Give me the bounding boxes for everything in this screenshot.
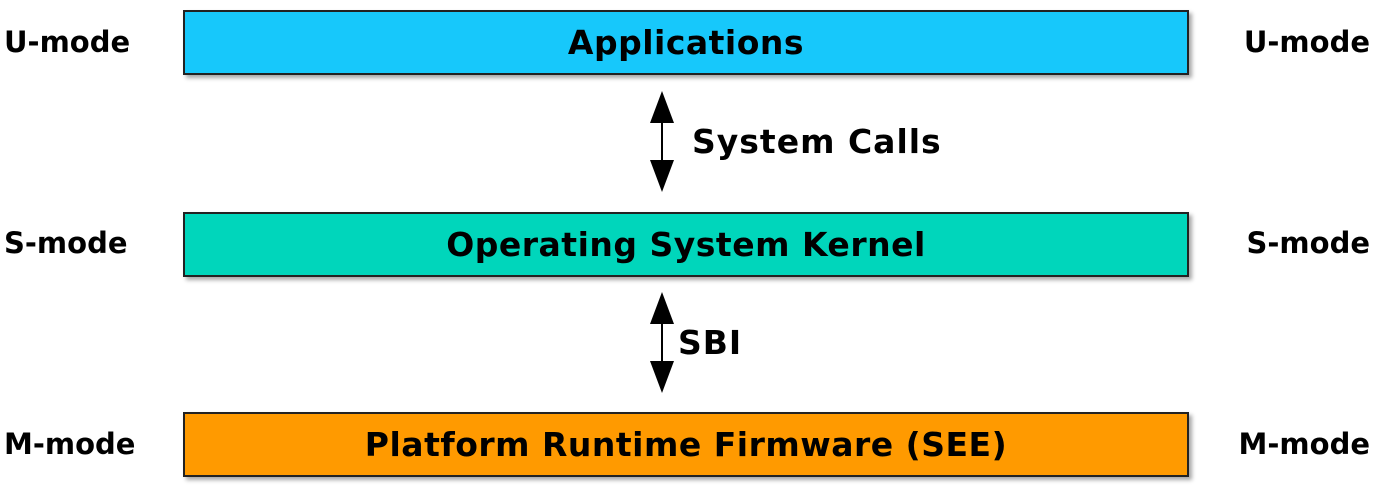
sbi-arrow xyxy=(650,292,674,393)
system-calls-arrow xyxy=(650,91,674,192)
firmware-layer: Platform Runtime Firmware (SEE) xyxy=(183,412,1189,477)
system-calls-label: System Calls xyxy=(692,122,942,161)
u-mode-label-right: U-mode xyxy=(1243,25,1370,59)
m-mode-label-left: M-mode xyxy=(4,427,136,461)
os-kernel-layer: Operating System Kernel xyxy=(183,212,1189,277)
applications-layer: Applications xyxy=(183,10,1189,75)
m-mode-label-right: M-mode xyxy=(1238,427,1370,461)
sbi-label: SBI xyxy=(678,323,743,362)
s-mode-label-right: S-mode xyxy=(1246,226,1371,260)
s-mode-label-left: S-mode xyxy=(4,226,128,260)
u-mode-label-left: U-mode xyxy=(4,25,131,59)
